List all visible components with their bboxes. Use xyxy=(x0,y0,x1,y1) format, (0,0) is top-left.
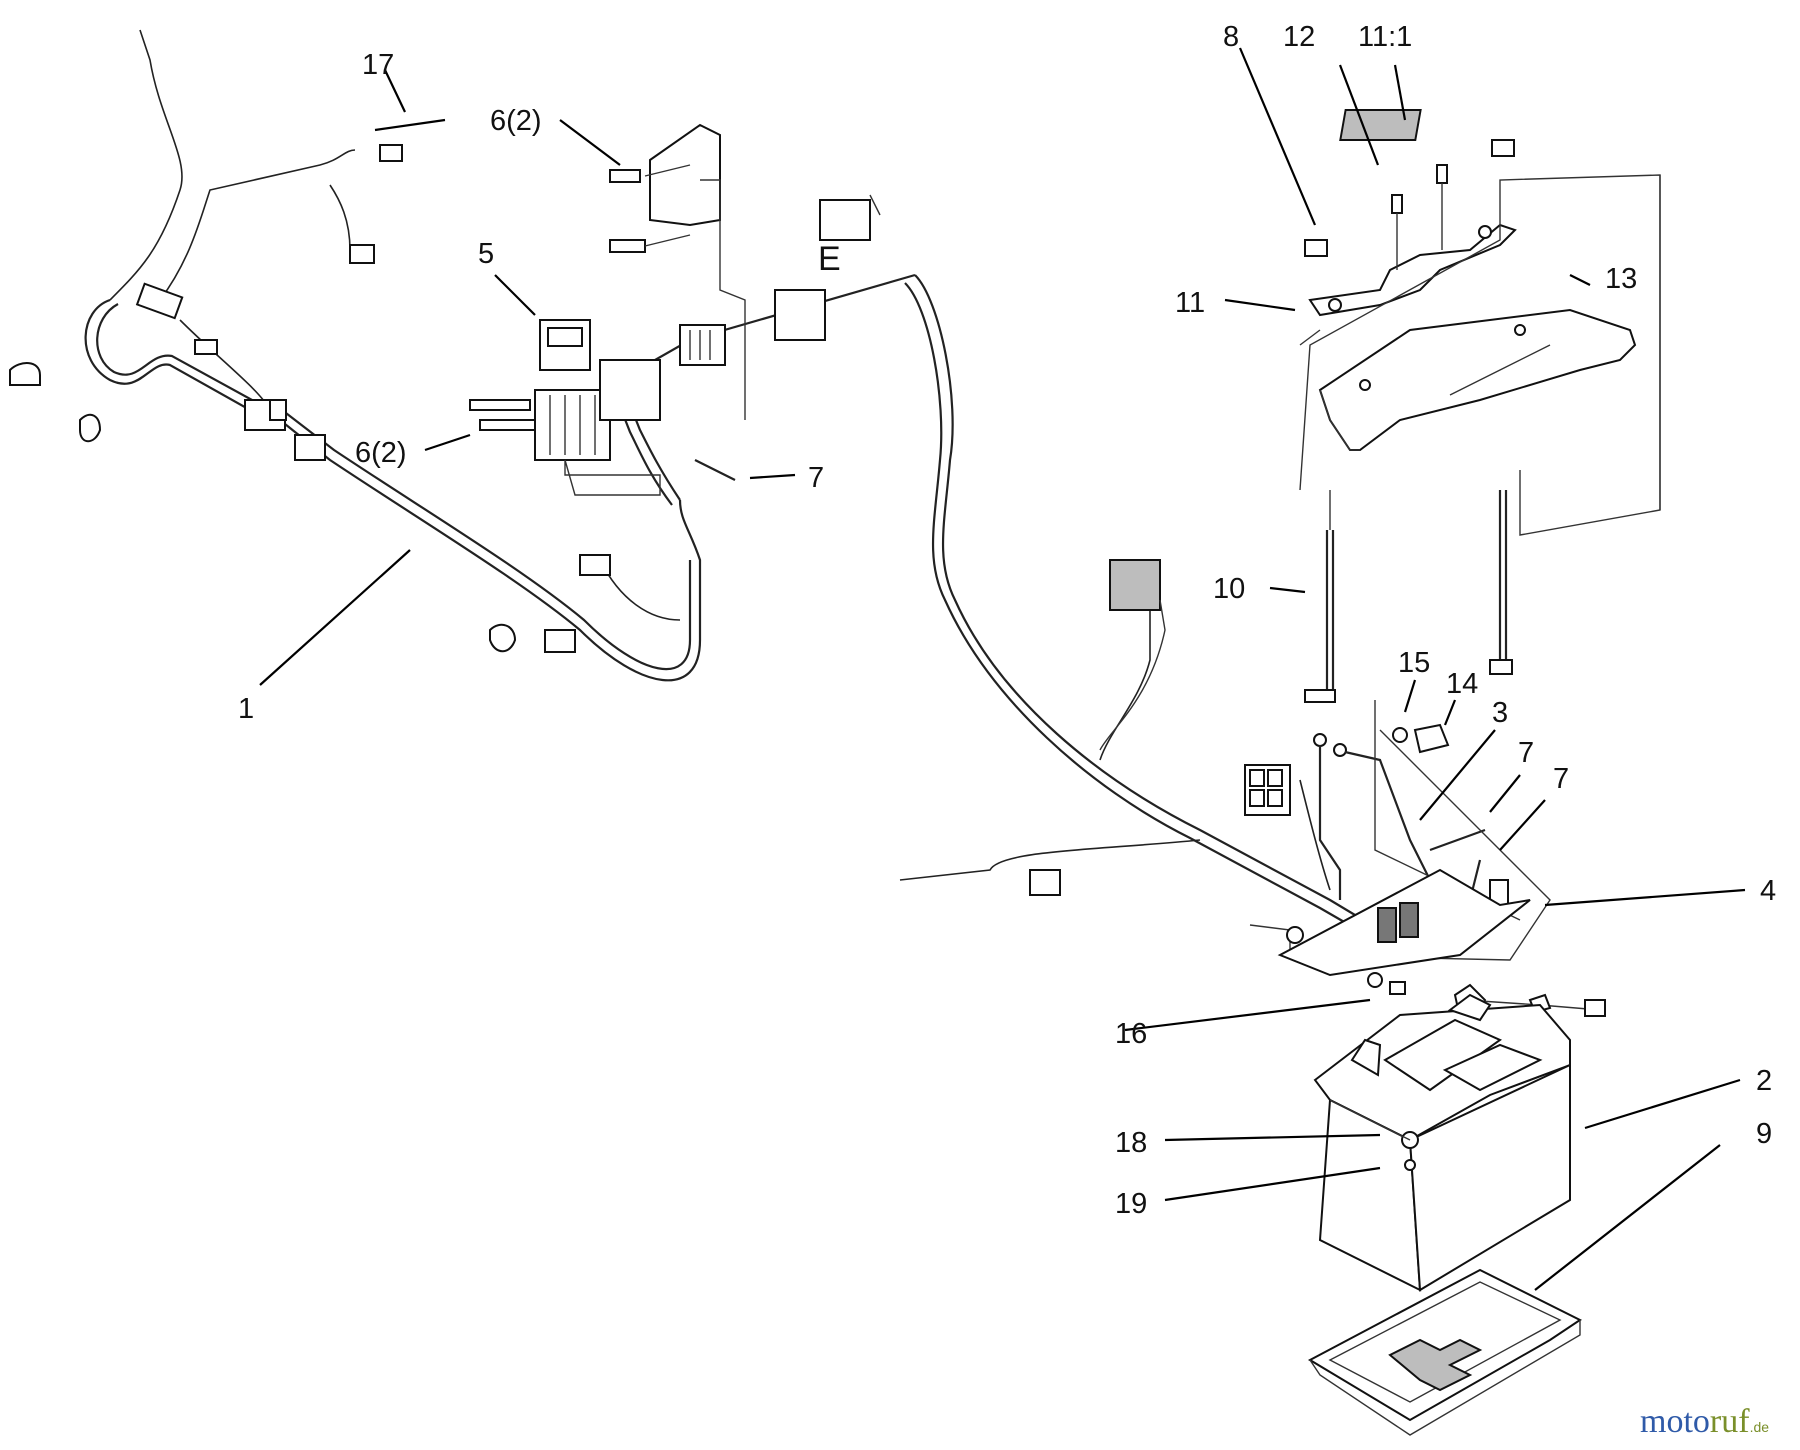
callout-16: 16 xyxy=(1115,1018,1147,1050)
callout-6-top: 6(2) xyxy=(490,105,542,137)
callout-10: 10 xyxy=(1213,573,1245,605)
battery-hold-down-assembly xyxy=(1299,109,1661,536)
upper-mounting-bracket xyxy=(609,123,881,420)
callout-2: 2 xyxy=(1756,1065,1772,1097)
battery-tray xyxy=(1307,1268,1582,1436)
callout-8: 8 xyxy=(1223,21,1239,53)
callout-E: E xyxy=(818,240,841,278)
callout-12: 12 xyxy=(1283,21,1315,53)
callout-18: 18 xyxy=(1115,1127,1147,1159)
left-harness-connectors xyxy=(9,144,611,653)
callout-7-mid: 7 xyxy=(1518,737,1534,769)
control-module xyxy=(1099,559,1166,751)
callout-6-bottom: 6(2) xyxy=(355,437,407,469)
callout-3: 3 xyxy=(1492,697,1508,729)
callout-11: 11 xyxy=(1175,287,1205,319)
relay-and-fuse-block xyxy=(469,319,726,496)
battery-cables-and-hardware xyxy=(1249,700,1606,1022)
callout-4: 4 xyxy=(1760,875,1776,907)
callout-11-1: 11:1 xyxy=(1358,21,1412,53)
leader-lines xyxy=(259,47,1746,1291)
harness-connector-block xyxy=(1029,764,1291,896)
watermark-suffix: .de xyxy=(1750,1419,1770,1435)
motoruf-watermark: motoruf.de xyxy=(1640,1403,1769,1440)
callout-15: 15 xyxy=(1398,647,1430,679)
callout-9: 9 xyxy=(1756,1118,1772,1150)
callout-14: 14 xyxy=(1446,668,1478,700)
callout-17: 17 xyxy=(362,49,394,81)
cable-tie-left xyxy=(694,459,736,481)
callout-7-right: 7 xyxy=(1553,763,1569,795)
svg-text:motoruf.de: motoruf.de xyxy=(1640,1403,1769,1440)
hold-down-rods xyxy=(1304,490,1513,703)
watermark-ruf: ruf xyxy=(1710,1403,1750,1440)
callout-labels: 17 6(2) 5 6(2) 7 1 E 8 12 11:1 11 13 10 … xyxy=(238,21,1776,1220)
callout-13: 13 xyxy=(1605,263,1637,295)
battery xyxy=(1313,993,1571,1292)
watermark-moto: moto xyxy=(1640,1403,1710,1440)
main-wire-harness xyxy=(84,29,1381,939)
callout-5: 5 xyxy=(478,238,494,270)
callout-19: 19 xyxy=(1115,1188,1147,1220)
callout-7-left: 7 xyxy=(808,462,824,494)
callout-1: 1 xyxy=(238,693,254,725)
